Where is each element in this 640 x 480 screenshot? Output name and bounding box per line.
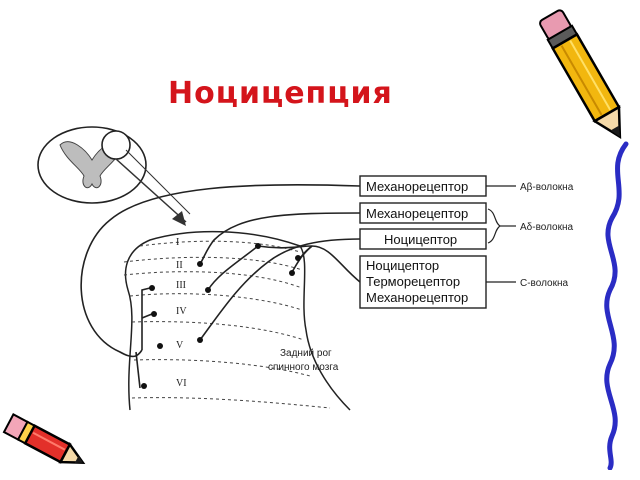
fiber-label-abeta: Aβ-волокна xyxy=(520,182,574,193)
slide-title: Ноцицепция xyxy=(168,76,393,111)
spinal-cord-section-icon xyxy=(37,126,191,226)
receptor-box-4-line-2: Терморецептор xyxy=(366,274,460,289)
caption-line-2: спинного мозга xyxy=(268,362,339,373)
fiber-connectors xyxy=(486,185,516,283)
adelta-pathway-1 xyxy=(199,212,361,265)
lamina-label-4: IV xyxy=(176,306,187,317)
fiber-label-c: C-волокна xyxy=(520,278,569,289)
dorsal-horn-outline xyxy=(124,230,351,411)
synapse-dots xyxy=(141,243,301,389)
lamina-label-1: I xyxy=(176,237,179,248)
fiber-label-adelta: Aδ-волокна xyxy=(520,222,574,233)
abeta-pathway xyxy=(80,183,361,358)
receptor-box-1-label: Механорецептор xyxy=(366,179,468,194)
lamina-label-5: V xyxy=(176,340,184,351)
receptor-box-4-line-1: Ноцицептор xyxy=(366,258,439,273)
lamina-label-2: II xyxy=(176,260,183,271)
nerve-pathways xyxy=(80,183,361,389)
lamina-labels: I II III IV V VI xyxy=(176,237,187,389)
squiggle-decoration xyxy=(604,141,629,470)
receptor-box-3-label: Ноцицептор xyxy=(384,232,457,247)
pencil-icon-bottom xyxy=(2,413,86,464)
lamina-boundaries xyxy=(123,240,331,409)
receptor-box-4-line-3: Механорецептор xyxy=(366,290,468,305)
caption-line-1: Задний рог xyxy=(280,348,332,359)
dorsal-horn-caption: Задний рог спинного мозга xyxy=(268,348,339,373)
lamina-label-3: III xyxy=(176,280,186,291)
receptor-box-2-label: Механорецептор xyxy=(366,206,468,221)
fiber-labels: Aβ-волокна Aδ-волокна C-волокна xyxy=(520,182,574,289)
adelta-pathway-2 xyxy=(199,238,361,341)
c-fiber-pathway xyxy=(257,245,361,283)
pencil-icon-top xyxy=(539,9,622,139)
lamina-label-6: VI xyxy=(176,378,187,389)
receptor-box-texts: Механорецептор Механорецептор Ноцицептор… xyxy=(366,179,468,305)
